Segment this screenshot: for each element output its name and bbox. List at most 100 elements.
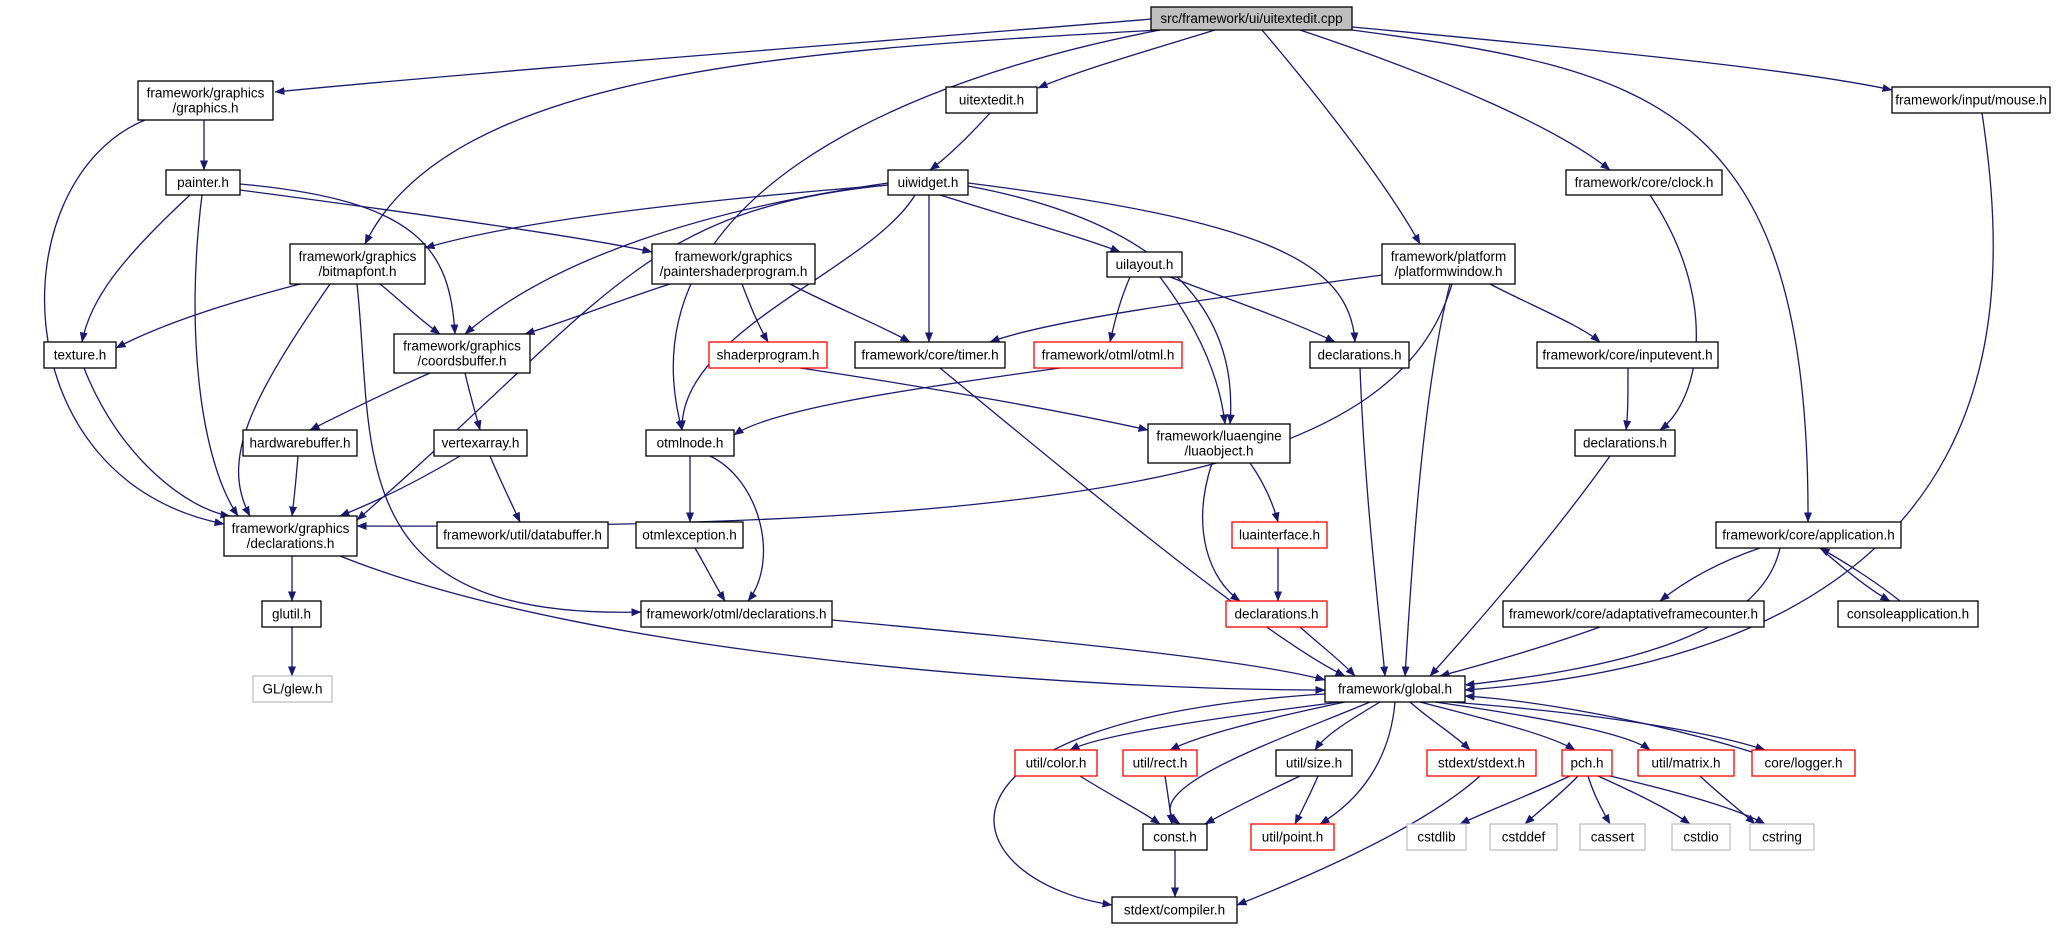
node-decl-ui-h[interactable]: declarations.h: [1309, 341, 1410, 369]
edge-pch_h-to-cstdio: [1597, 775, 1691, 825]
node-bitmapfont-h[interactable]: framework/graphics/bitmapfont.h: [289, 243, 426, 285]
edge-texture_h-to-graphics_decl_h: [83, 367, 231, 519]
node-hardwarebuffer-h[interactable]: hardwarebuffer.h: [242, 429, 358, 457]
node-label: framework/graphics: [232, 521, 350, 536]
node-logger-h[interactable]: core/logger.h: [1751, 749, 1856, 777]
node-compiler-h[interactable]: stdext/compiler.h: [1111, 896, 1238, 924]
node-box: [242, 429, 358, 457]
node-label: cstring: [1762, 830, 1802, 845]
edge-uilayout_h-to-decl_ui_h: [1169, 276, 1336, 343]
node-box: [1837, 600, 1979, 628]
edge-application_h-to-adaptive_h: [1659, 547, 1761, 602]
edge-color_h-to-const_h: [1079, 775, 1161, 825]
node-cstdio: cstdio: [1671, 823, 1731, 851]
node-databuffer-h[interactable]: framework/util/databuffer.h: [436, 521, 609, 549]
node-paintershader-h[interactable]: framework/graphics/paintershaderprogram.…: [651, 243, 816, 285]
node-label: framework/graphics: [147, 86, 265, 101]
node-matrix-h[interactable]: util/matrix.h: [1637, 749, 1735, 777]
edge-size_h-to-const_h: [1204, 775, 1301, 825]
edge-matrix_h-to-cstring: [1699, 775, 1756, 825]
node-label: hardwarebuffer.h: [249, 436, 350, 451]
node-label: framework/graphics: [299, 249, 417, 264]
node-cstdlib: cstdlib: [1406, 823, 1467, 851]
node-root[interactable]: src/framework/ui/uitextedit.cpp: [1150, 6, 1353, 31]
node-vertexarray-h[interactable]: vertexarray.h: [433, 429, 528, 457]
node-platformwindow-h[interactable]: framework/platform/platformwindow.h: [1381, 243, 1516, 285]
node-box: [1751, 749, 1856, 777]
node-otmlexception-h[interactable]: otmlexception.h: [635, 521, 744, 549]
node-box: [635, 521, 744, 549]
edge-root-to-otmlnode_h: [672, 29, 1161, 431]
node-luainterface-h[interactable]: luainterface.h: [1231, 521, 1328, 549]
node-label: util/matrix.h: [1651, 756, 1720, 771]
node-label: uitextedit.h: [959, 93, 1024, 108]
edge-global_h-to-matrix_h: [1434, 701, 1651, 751]
edge-painter_h-to-coordsbuffer_h: [239, 183, 459, 335]
edge-consoleapp_h-to-application_h: [1819, 547, 1901, 602]
node-otml-h[interactable]: framework/otml/otml.h: [1033, 341, 1183, 369]
node-uiwidget-h[interactable]: uiwidget.h: [887, 169, 969, 196]
node-adaptive-h[interactable]: framework/core/adaptativeframecounter.h: [1502, 600, 1765, 628]
node-label: GL/glew.h: [262, 682, 322, 697]
node-point-h[interactable]: util/point.h: [1250, 823, 1335, 851]
edge-pch_h-to-cassert: [1587, 775, 1611, 825]
node-box: [1406, 823, 1467, 851]
node-otml-decl-h[interactable]: framework/otml/declarations.h: [640, 600, 833, 628]
node-box: [289, 243, 426, 285]
edge-mouse_h-to-global_h: [1464, 112, 1994, 694]
edge-decl_ui_h-to-global_h: [1359, 367, 1389, 677]
node-otmlnode-h[interactable]: otmlnode.h: [645, 429, 735, 457]
node-clock-h[interactable]: framework/core/clock.h: [1565, 169, 1723, 196]
node-label: framework/global.h: [1338, 682, 1452, 697]
node-cstring: cstring: [1749, 823, 1815, 851]
node-box: [945, 86, 1038, 114]
node-uitextedit-h[interactable]: uitextedit.h: [945, 86, 1038, 114]
node-graphics-decl-h[interactable]: framework/graphics/declarations.h: [223, 515, 358, 557]
edge-global_h-to-logger_h: [1449, 701, 1766, 751]
node-label: framework/core/clock.h: [1575, 175, 1714, 190]
node-box: [1122, 749, 1198, 777]
node-texture-h[interactable]: texture.h: [43, 341, 117, 369]
node-painter-h[interactable]: painter.h: [165, 169, 241, 196]
edge-root-to-uitextedit_h: [1037, 29, 1216, 89]
node-timer-h[interactable]: framework/core/timer.h: [854, 341, 1006, 369]
node-label: luainterface.h: [1239, 528, 1320, 543]
node-size-h[interactable]: util/size.h: [1275, 749, 1353, 777]
node-decl-core-h[interactable]: declarations.h: [1574, 429, 1676, 457]
node-label: cstddef: [1502, 830, 1546, 845]
node-rect-h[interactable]: util/rect.h: [1122, 749, 1198, 777]
node-box: [1324, 675, 1466, 703]
node-box: [1250, 823, 1335, 851]
node-label: declarations.h: [1234, 607, 1318, 622]
node-graphics-h[interactable]: framework/graphics/graphics.h: [137, 80, 274, 121]
node-consoleapp-h[interactable]: consoleapplication.h: [1837, 600, 1979, 628]
node-mouse-h[interactable]: framework/input/mouse.h: [1891, 86, 2051, 114]
edge-shaderprogram_h-to-luaobject_h: [799, 367, 1149, 432]
node-uilayout-h[interactable]: uilayout.h: [1106, 251, 1183, 278]
node-label: framework/core/inputevent.h: [1542, 348, 1712, 363]
node-application-h[interactable]: framework/core/application.h: [1715, 521, 1902, 549]
edge-global_h-to-compiler_h: [993, 693, 1326, 908]
node-box: [854, 341, 1006, 369]
node-box: [1275, 749, 1353, 777]
node-inputevent-h[interactable]: framework/core/inputevent.h: [1536, 341, 1719, 369]
node-global-h[interactable]: framework/global.h: [1324, 675, 1466, 703]
node-box: [1715, 521, 1902, 549]
node-shaderprogram-h[interactable]: shaderprogram.h: [708, 341, 828, 369]
edge-platformwindow_h-to-timer_h: [989, 274, 1383, 343]
edges-layer: [43, 18, 1994, 908]
edge-root-to-application_h: [1351, 29, 1813, 523]
node-color-h[interactable]: util/color.h: [1014, 749, 1098, 777]
node-luaobject-h[interactable]: framework/luaengine/luaobject.h: [1147, 423, 1291, 464]
node-label: /luaobject.h: [1184, 444, 1253, 459]
node-stdext-h[interactable]: stdext/stdext.h: [1426, 749, 1537, 777]
node-coordsbuffer-h[interactable]: framework/graphics/coordsbuffer.h: [393, 333, 531, 374]
node-label: uilayout.h: [1116, 257, 1174, 272]
edge-vertexarray_h-to-graphics_decl_h: [339, 455, 461, 517]
node-glutil-h[interactable]: glutil.h: [261, 600, 322, 628]
node-const-h[interactable]: const.h: [1142, 823, 1208, 851]
edge-platformwindow_h-to-graphics_decl_h: [356, 283, 1453, 531]
edge-uiwidget_h-to-bitmapfont_h: [424, 184, 889, 250]
node-pch-h[interactable]: pch.h: [1561, 749, 1613, 777]
node-decl-lua-h[interactable]: declarations.h: [1225, 600, 1328, 628]
